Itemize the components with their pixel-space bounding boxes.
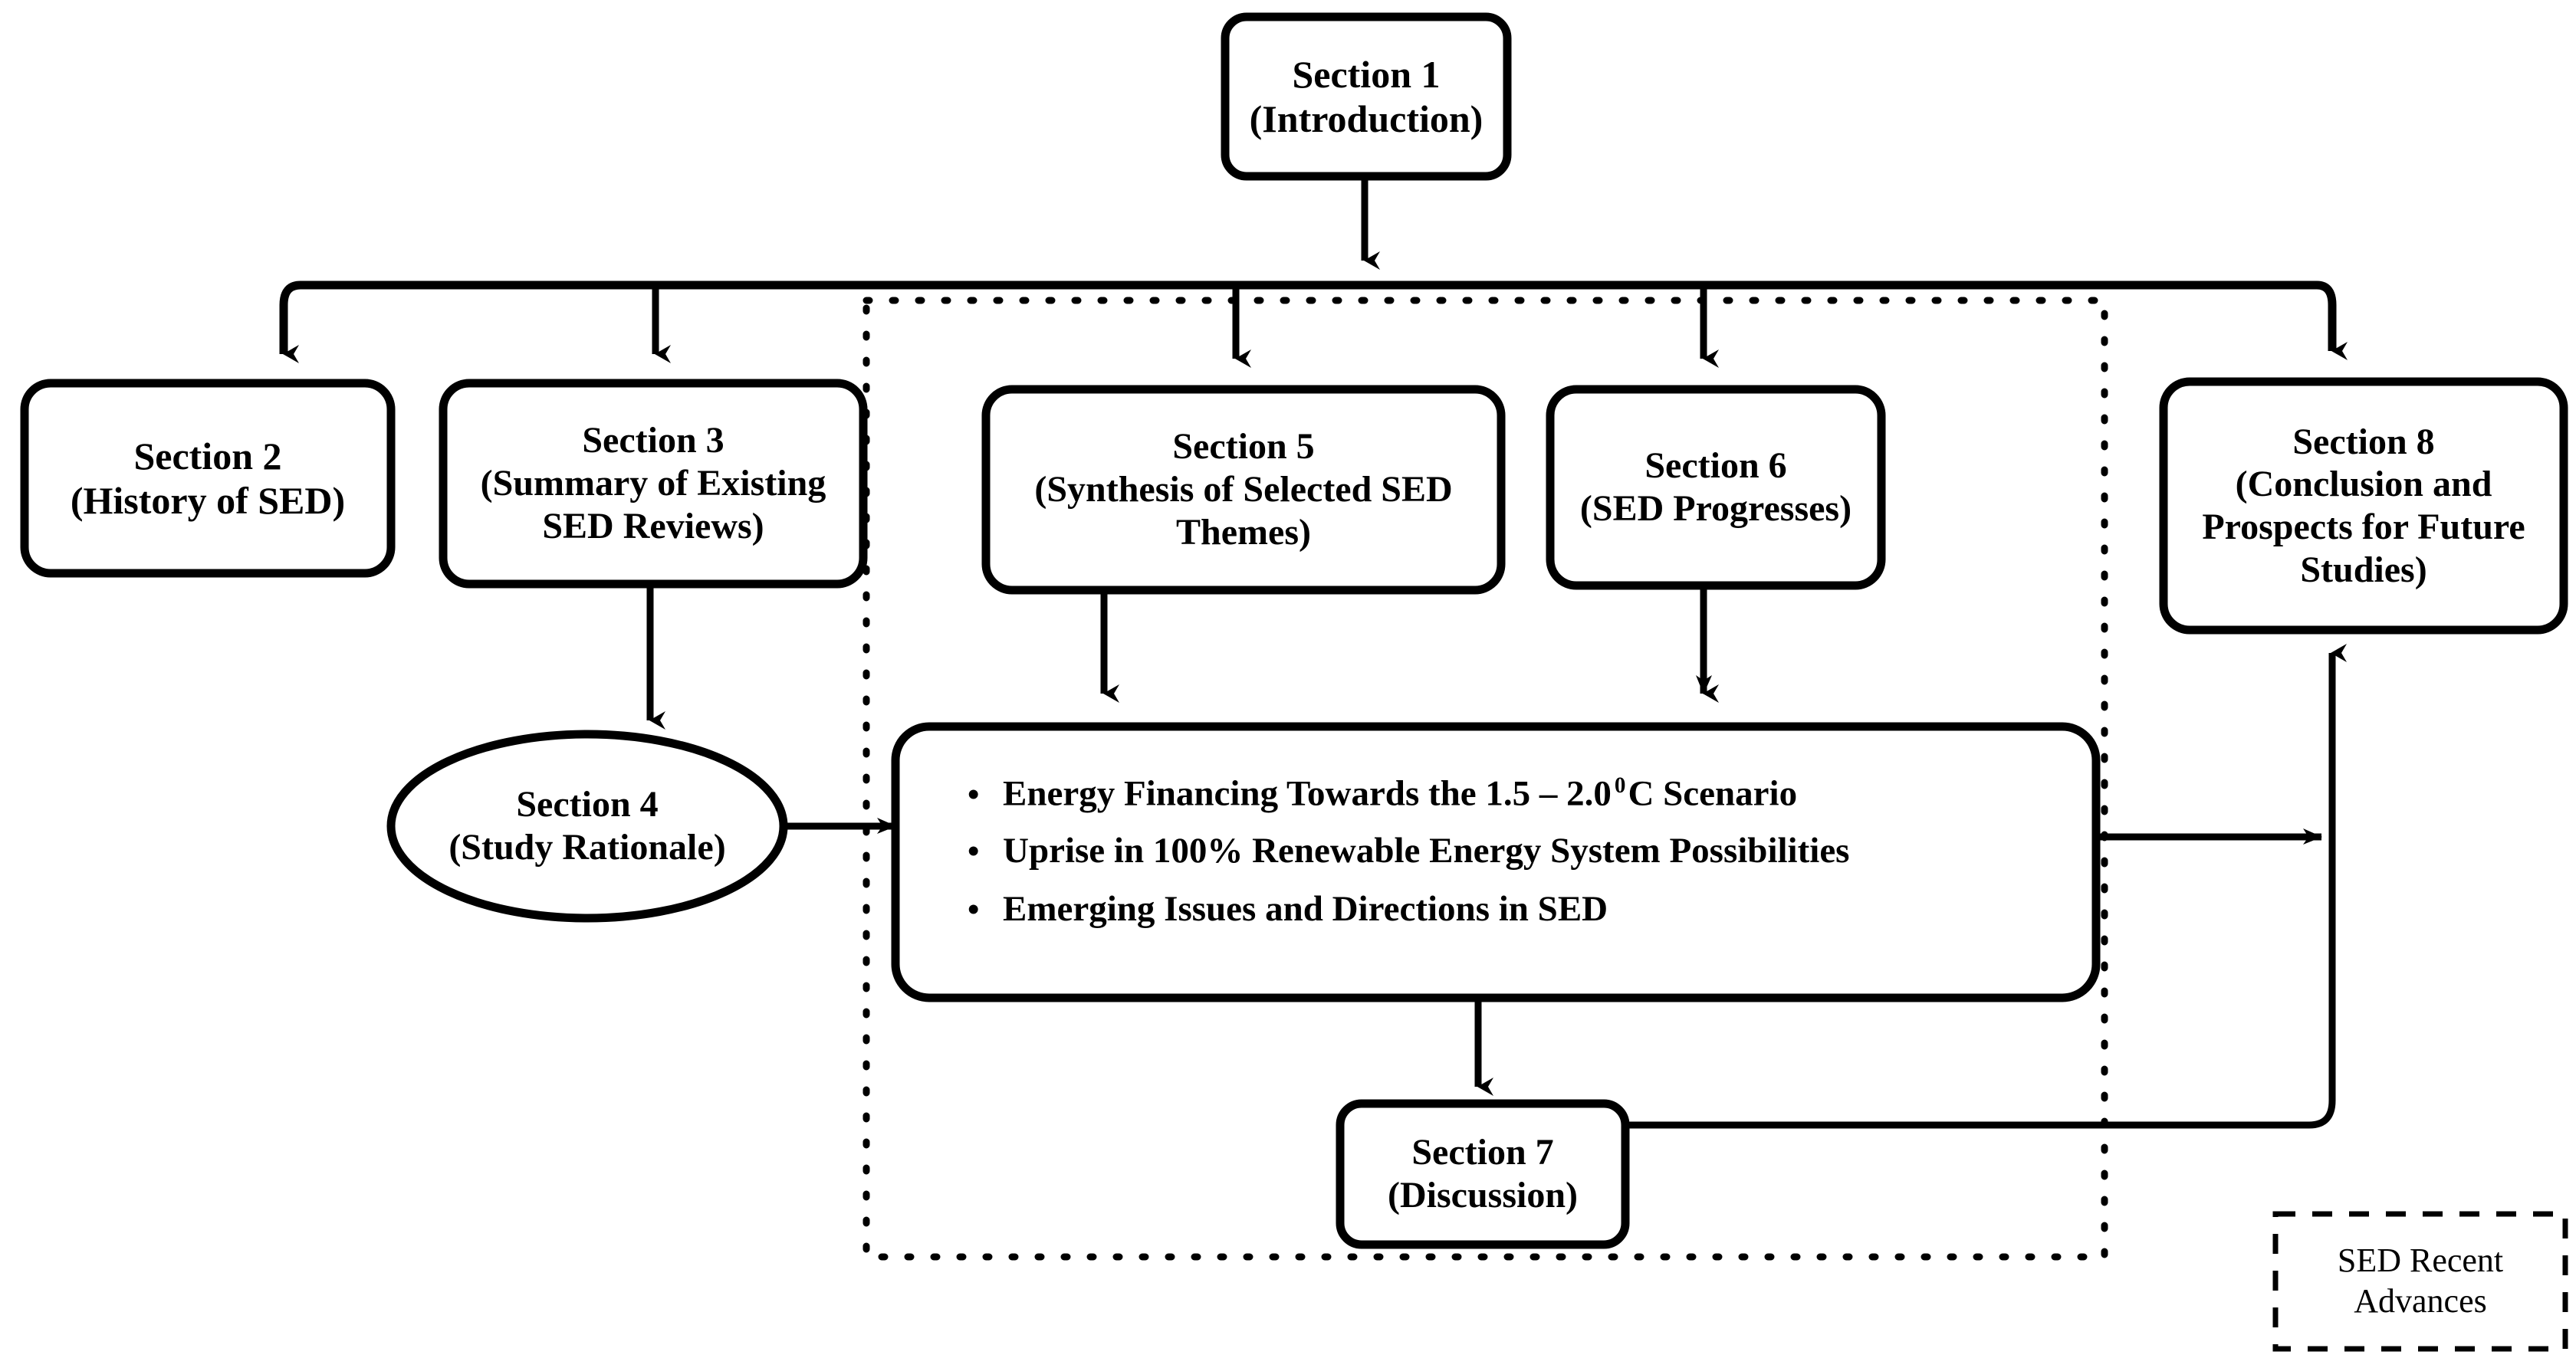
bullet-1-pre: Energy Financing Towards the 1.5 – 2.0 <box>1003 773 1612 814</box>
connector-s7-to-s8 <box>1624 644 2347 1129</box>
list-item: • Energy Financing Towards the 1.5 – 2.0… <box>968 773 2072 833</box>
node-section-7[interactable] <box>1336 1099 1630 1249</box>
node-section-2[interactable] <box>20 379 396 578</box>
bullet-1-post: C Scenario <box>1628 773 1798 814</box>
legend-line-1: SED Recent <box>2337 1242 2504 1280</box>
bus-left-elbow <box>279 280 322 363</box>
node-section-6[interactable] <box>1546 385 1886 590</box>
bus-right-elbow <box>2300 280 2348 360</box>
bullet-2-text: Uprise in 100% Renewable Energy System P… <box>1003 831 1850 871</box>
bullet-marker-icon: • <box>968 832 980 870</box>
node-section-3[interactable] <box>439 379 868 589</box>
node-section-4[interactable] <box>386 730 788 923</box>
bullet-3-text: Emerging Issues and Directions in SED <box>1003 889 1608 929</box>
legend-label: SED Recent Advances <box>2275 1214 2565 1349</box>
themes-bullet-list: • Energy Financing Towards the 1.5 – 2.0… <box>968 766 2072 958</box>
node-section-1[interactable] <box>1221 12 1512 181</box>
legend-line-2: Advances <box>2354 1282 2487 1320</box>
sed-recent-advances-region <box>863 297 2108 1261</box>
bullet-marker-icon: • <box>968 891 980 928</box>
bullet-marker-icon: • <box>968 775 980 813</box>
list-item: • Emerging Issues and Directions in SED <box>968 891 2072 950</box>
bullet-1-superscript: 0 <box>1614 773 1626 798</box>
list-item: • Uprise in 100% Renewable Energy System… <box>968 833 2072 891</box>
legend-box <box>2272 1211 2568 1352</box>
node-section-8[interactable] <box>2159 377 2568 635</box>
node-section-5[interactable] <box>981 385 1506 595</box>
node-themes-box[interactable] <box>891 722 2101 1002</box>
